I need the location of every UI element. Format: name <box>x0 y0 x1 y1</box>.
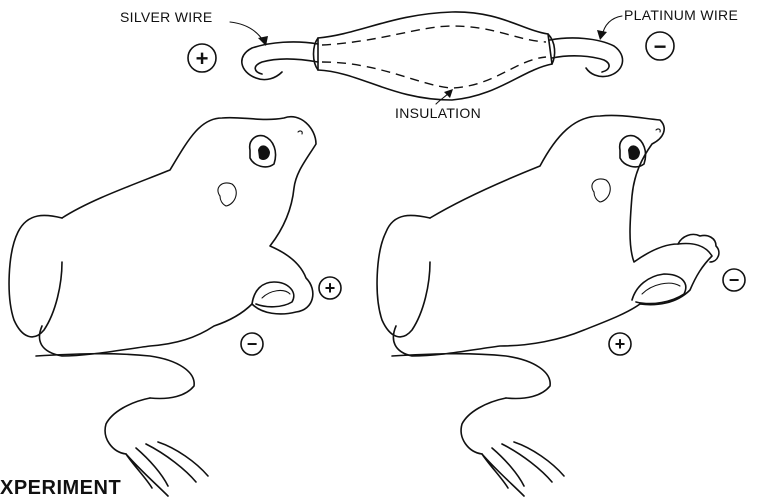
frog-right-raised-hand <box>678 234 719 262</box>
frog-left-haunch <box>36 354 194 399</box>
insulation-sleeve <box>318 12 552 100</box>
frog-left-pupil <box>258 145 270 160</box>
svg-text:−: − <box>729 270 740 290</box>
platinum-wire-hook-inner <box>552 56 609 72</box>
caption-text: XPERIMENT <box>0 477 121 499</box>
svg-text:−: − <box>247 334 258 354</box>
electrode-positive-sign: + <box>188 44 216 72</box>
frog-right: − + <box>377 115 745 496</box>
frog-left-lower-leg <box>105 398 150 454</box>
frog-right-wire-hook <box>642 283 680 294</box>
frog-right-pupil <box>628 145 640 160</box>
frog-right-negative-sign: − <box>723 269 745 291</box>
frog-right-tympanum <box>592 179 610 202</box>
frog-right-foot <box>482 442 564 496</box>
inner-wire-lower <box>322 57 546 88</box>
silver-wire-hook-inner <box>255 59 318 74</box>
frog-right-lower-leg <box>461 398 506 454</box>
frog-right-body-outline <box>393 115 712 356</box>
frog-left-back-leg <box>9 215 62 336</box>
svg-text:+: + <box>615 334 626 354</box>
electrode: SILVER WIRE PLATINUM WIRE INSULATION + − <box>120 7 738 121</box>
frog-right-positive-sign: + <box>609 333 631 355</box>
frog-left-forearm <box>252 282 294 307</box>
frog-left-negative-sign: − <box>241 333 263 355</box>
platinum-wire-arrowhead <box>597 30 607 40</box>
frog-right-back-leg <box>377 215 430 336</box>
frog-left-wire-hook <box>262 291 290 298</box>
frog-left-body-outline <box>39 117 316 356</box>
inner-wire-upper <box>322 26 546 45</box>
svg-text:+: + <box>196 46 209 71</box>
frog-left-positive-sign: + <box>319 277 341 299</box>
svg-text:−: − <box>654 34 667 59</box>
frog-left: + − <box>9 117 341 496</box>
frog-right-haunch <box>392 354 550 399</box>
svg-text:+: + <box>325 278 336 298</box>
frog-left-tympanum <box>218 183 236 206</box>
electrode-negative-sign: − <box>646 32 674 60</box>
frog-left-foot <box>126 442 208 496</box>
frog-left-nostril <box>298 131 302 134</box>
silver-wire-leader <box>230 22 264 42</box>
frog-right-nostril <box>656 129 660 132</box>
silver-wire-label: SILVER WIRE <box>120 9 213 25</box>
insulation-label: INSULATION <box>395 105 481 121</box>
platinum-wire-label: PLATINUM WIRE <box>624 7 738 23</box>
